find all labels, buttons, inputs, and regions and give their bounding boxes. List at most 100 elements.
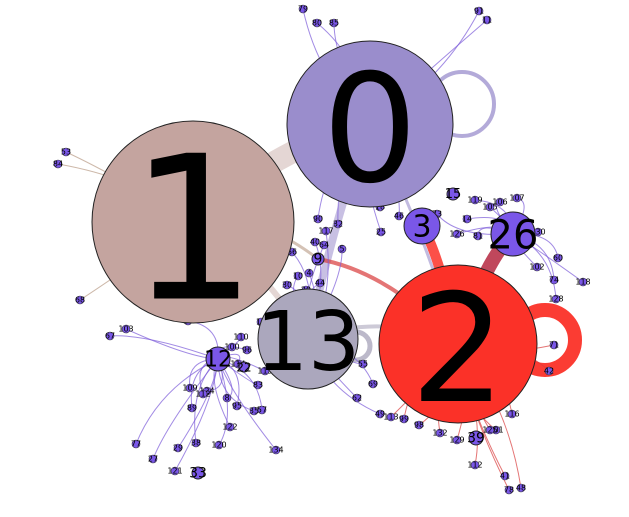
node-0[interactable]: 0 bbox=[286, 40, 454, 217]
node-22[interactable]: 22 bbox=[236, 360, 251, 374]
small-node[interactable]: 5 bbox=[337, 245, 347, 254]
small-node[interactable]: 44 bbox=[315, 279, 325, 288]
small-node[interactable]: 46 bbox=[394, 212, 404, 221]
node-9[interactable]: 9 bbox=[311, 252, 325, 268]
node-1[interactable]: 1 bbox=[91, 114, 295, 347]
small-node[interactable]: 55 bbox=[358, 360, 368, 369]
small-node-label: 124 bbox=[199, 387, 214, 396]
node-circle bbox=[286, 40, 454, 208]
small-node[interactable]: 116 bbox=[504, 410, 519, 419]
small-node[interactable]: 27 bbox=[148, 455, 158, 464]
small-node[interactable]: 14 bbox=[462, 215, 472, 224]
small-node[interactable]: 68 bbox=[75, 296, 85, 305]
small-node[interactable]: 11 bbox=[482, 16, 492, 25]
small-node[interactable]: 71 bbox=[549, 341, 559, 350]
small-node[interactable]: 81 bbox=[473, 232, 483, 241]
small-node[interactable]: 4 bbox=[304, 269, 314, 278]
small-node[interactable]: 78 bbox=[504, 486, 514, 495]
node-39[interactable]: 39 bbox=[467, 430, 485, 447]
small-node-label: 62 bbox=[352, 394, 362, 403]
small-node[interactable]: 106 bbox=[492, 198, 507, 207]
node-12[interactable]: 12 bbox=[204, 346, 232, 372]
small-node[interactable]: 84 bbox=[53, 160, 63, 169]
small-node[interactable]: 119 bbox=[467, 196, 482, 205]
small-node[interactable]: 118 bbox=[575, 278, 590, 287]
small-node[interactable]: 69 bbox=[368, 380, 378, 389]
small-node[interactable]: 32 bbox=[333, 220, 343, 229]
node-2[interactable]: 2 bbox=[378, 263, 538, 437]
small-node[interactable]: 95 bbox=[232, 402, 242, 411]
node-3[interactable]: 3 bbox=[403, 207, 441, 245]
small-node-label: 81 bbox=[473, 232, 483, 241]
small-node[interactable]: 132 bbox=[432, 429, 447, 438]
small-node[interactable]: 49 bbox=[375, 410, 385, 419]
small-node[interactable]: 57 bbox=[257, 406, 267, 415]
small-node[interactable]: 48 bbox=[516, 484, 526, 493]
small-node[interactable]: 64 bbox=[319, 241, 329, 250]
small-node[interactable]: 85 bbox=[329, 19, 339, 28]
small-node[interactable]: 77 bbox=[131, 440, 141, 449]
small-node[interactable]: 109 bbox=[182, 384, 197, 393]
small-node[interactable]: 100 bbox=[224, 343, 239, 352]
node-26[interactable]: 26 bbox=[488, 211, 539, 259]
small-node[interactable]: 79 bbox=[298, 5, 308, 14]
small-node[interactable]: 91 bbox=[474, 7, 484, 16]
small-node[interactable]: 129 bbox=[449, 436, 464, 445]
small-node-label: 89 bbox=[187, 404, 197, 413]
small-node[interactable]: 10 bbox=[293, 272, 303, 281]
small-node[interactable]: 53 bbox=[61, 148, 71, 157]
small-node-label: 4 bbox=[306, 269, 311, 278]
small-node[interactable]: 112 bbox=[467, 461, 482, 470]
small-node[interactable]: 126 bbox=[449, 230, 464, 239]
small-node[interactable]: 83 bbox=[253, 381, 263, 390]
small-node[interactable]: 134 bbox=[268, 446, 283, 455]
node-15[interactable]: 15 bbox=[445, 187, 462, 202]
small-node[interactable]: 40 bbox=[310, 238, 320, 247]
small-node[interactable]: 98 bbox=[414, 421, 424, 430]
small-node-label: 40 bbox=[310, 238, 320, 247]
small-node[interactable]: 89 bbox=[187, 404, 197, 413]
small-node[interactable]: 41 bbox=[500, 472, 510, 481]
small-node[interactable]: 8 bbox=[222, 394, 232, 403]
small-node[interactable]: 122 bbox=[222, 423, 237, 432]
small-node[interactable]: 74 bbox=[549, 276, 559, 285]
small-node[interactable]: 107 bbox=[509, 194, 524, 203]
edge bbox=[109, 335, 219, 360]
small-node[interactable]: 125 bbox=[482, 426, 497, 435]
small-node[interactable]: 80 bbox=[312, 19, 322, 28]
small-node[interactable]: 62 bbox=[352, 394, 362, 403]
small-node-circle bbox=[474, 6, 484, 16]
small-node[interactable]: 128 bbox=[548, 295, 563, 304]
small-node[interactable]: 30 bbox=[282, 281, 292, 290]
small-node[interactable]: 96 bbox=[242, 346, 252, 355]
small-node[interactable]: 60 bbox=[553, 254, 563, 263]
small-node[interactable]: 42 bbox=[544, 367, 554, 376]
small-node[interactable]: 38 bbox=[191, 439, 201, 448]
small-node-circle bbox=[544, 366, 554, 376]
small-node-label: 121 bbox=[167, 467, 182, 476]
small-node[interactable]: 29 bbox=[173, 444, 183, 453]
small-node[interactable]: 105 bbox=[482, 203, 497, 212]
small-node-circle bbox=[282, 280, 292, 290]
node-33[interactable]: 33 bbox=[189, 466, 207, 482]
small-node-label: 126 bbox=[449, 230, 464, 239]
small-node-label: 71 bbox=[549, 341, 559, 350]
small-node[interactable]: 121 bbox=[167, 467, 182, 476]
small-node[interactable]: 110 bbox=[233, 333, 248, 342]
small-node[interactable]: 67 bbox=[105, 332, 115, 341]
small-node-label: 11 bbox=[482, 16, 492, 25]
small-node[interactable]: 113 bbox=[383, 413, 398, 422]
small-node[interactable]: 120 bbox=[211, 441, 226, 450]
small-node[interactable]: 90 bbox=[313, 215, 323, 224]
small-node[interactable]: 102 bbox=[529, 263, 544, 272]
node-circle bbox=[311, 252, 325, 266]
small-node[interactable]: 117 bbox=[318, 227, 333, 236]
small-node[interactable]: 103 bbox=[118, 325, 133, 334]
small-node[interactable]: 99 bbox=[399, 415, 409, 424]
small-node[interactable]: 112 bbox=[195, 390, 210, 399]
small-node[interactable]: 25 bbox=[376, 228, 386, 237]
small-node-circle bbox=[414, 420, 424, 430]
node-13[interactable]: 13 bbox=[256, 288, 360, 390]
small-node-label: 73 bbox=[432, 210, 442, 219]
